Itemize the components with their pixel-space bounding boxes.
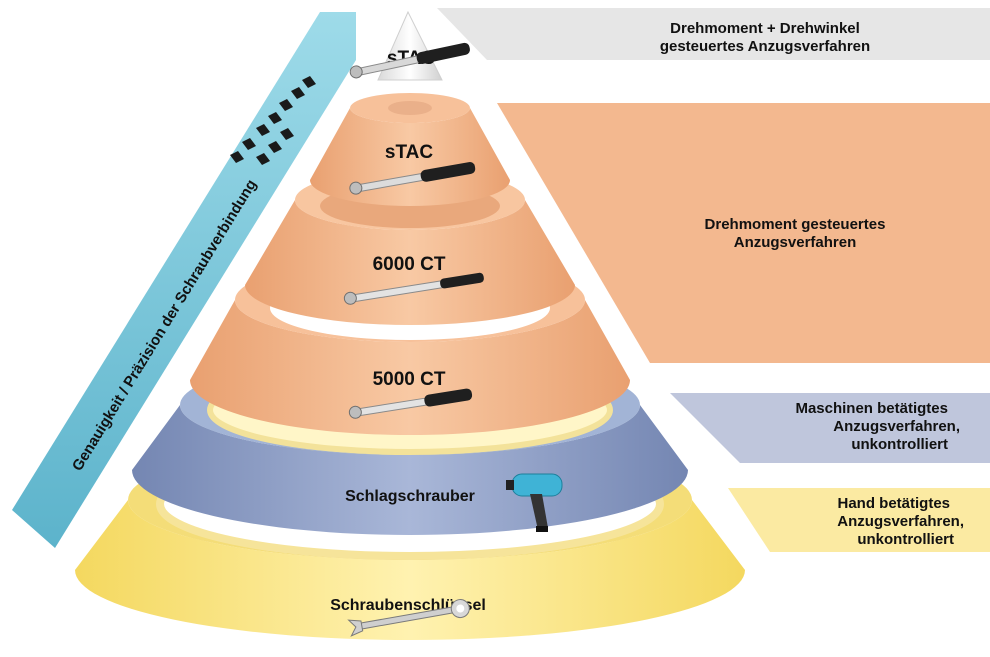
panel-angle-text: Drehmoment + Drehwinkel gesteuertes Anzu…	[600, 20, 930, 56]
panel-angle-line-2: gesteuertes Anzugsverfahren	[659, 38, 871, 55]
torque-wrench-icon	[349, 42, 470, 79]
panel-angle-bg	[437, 8, 990, 60]
panel-torque-bg	[497, 103, 990, 363]
panel-torque-line-1: Drehmoment gesteuertes	[704, 216, 886, 233]
tier-label-5000ct: 5000 CT	[373, 369, 446, 390]
impact-wrench-icon	[506, 473, 563, 532]
panel-torque-line-2: Anzugsverfahren	[733, 234, 857, 251]
panel-machine-line-3: unkontrolliert	[851, 436, 948, 453]
precision-chevrons	[230, 76, 316, 165]
panel-machine-text: Maschinen betätigtes Anzugsverfahren, un…	[760, 400, 970, 454]
tier-label-6000ct: 6000 CT	[373, 254, 446, 275]
panel-hand-line-3: unkontrolliert	[857, 531, 954, 548]
panel-hand-line-2: Anzugsverfahren,	[837, 513, 964, 530]
panel-machine-bg	[670, 393, 990, 463]
torque-wrench-icon	[348, 388, 473, 419]
panel-hand-line-1: Hand betätigtes	[837, 495, 950, 512]
panel-machine-line-1: Maschinen betätigtes	[795, 400, 948, 417]
tier-label-schlagschrauber: Schlagschrauber	[345, 488, 475, 505]
torque-wrench-icon	[343, 272, 484, 305]
combination-wrench-icon	[347, 599, 470, 637]
panel-machine-line-2: Anzugsverfahren,	[833, 418, 960, 435]
tier-label-stac: sTAC	[385, 142, 433, 163]
tier-stac	[310, 93, 510, 206]
panel-hand-bg	[728, 488, 990, 552]
panel-hand-text: Hand betätigtes Anzugsverfahren, unkontr…	[780, 495, 970, 549]
panel-torque-text: Drehmoment gesteuertes Anzugsverfahren	[680, 216, 910, 252]
torque-wrench-icon	[349, 162, 476, 195]
panel-angle-line-1: Drehmoment + Drehwinkel	[670, 20, 860, 37]
